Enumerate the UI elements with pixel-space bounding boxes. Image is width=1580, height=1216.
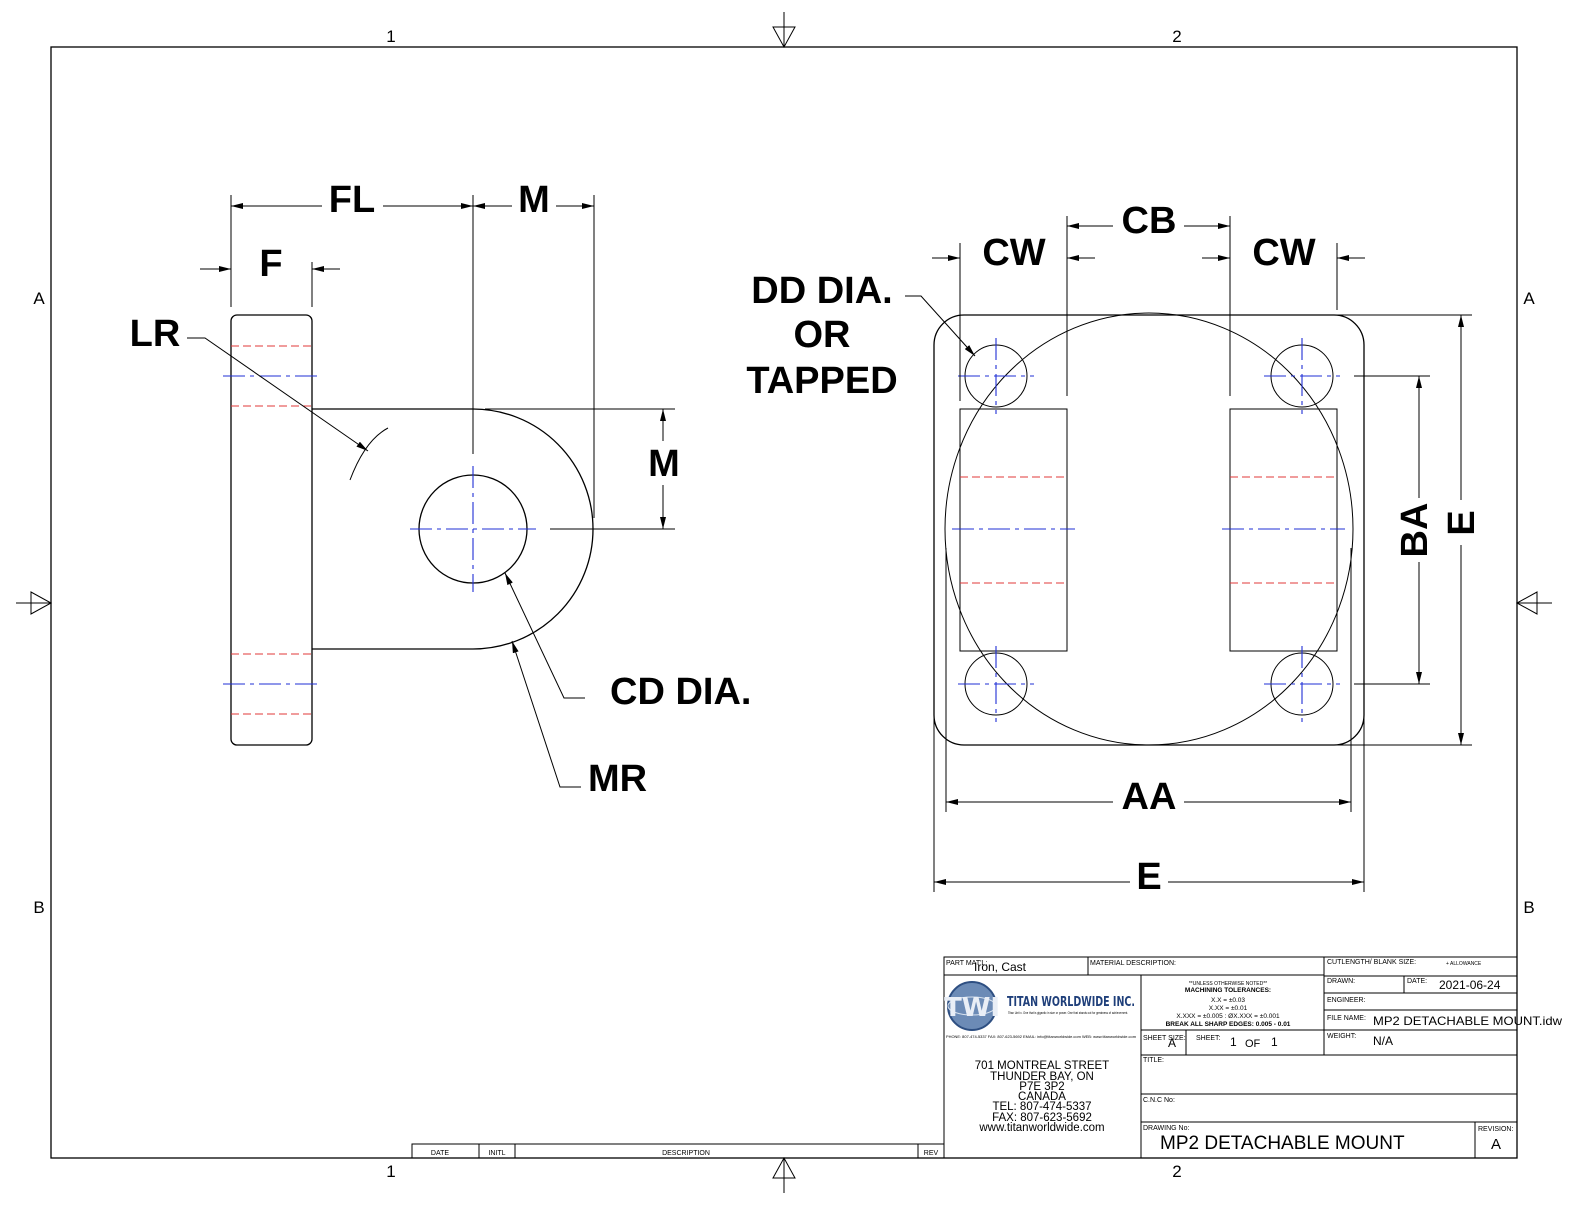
dim-label-lr: LR bbox=[130, 313, 181, 355]
sheet-size-value: A bbox=[1168, 1036, 1176, 1050]
file-name-value: MP2 DETACHABLE MOUNT.idw bbox=[1373, 1014, 1562, 1028]
company-tagline: Titan Unit x. One that is gigantic in si… bbox=[1008, 1010, 1128, 1015]
dim-label-dd-dia: DD DIA. bbox=[751, 270, 892, 312]
dd-leader bbox=[905, 295, 976, 357]
logo-letters: TWI bbox=[944, 993, 1000, 1023]
zone-label-2-top: 2 bbox=[1172, 27, 1181, 46]
drawing-no-value: MP2 DETACHABLE MOUNT bbox=[1160, 1133, 1405, 1154]
tolerance-xxxx: X.XXX = ±0.005 : ØX.XXX = ±0.001 bbox=[1176, 1013, 1280, 1020]
centering-mark-right bbox=[1515, 591, 1552, 615]
file-name-label: FILE NAME: bbox=[1327, 1015, 1366, 1022]
sheet-value: 1 bbox=[1230, 1035, 1237, 1049]
zone-label-a-right: A bbox=[1523, 289, 1535, 308]
mr-leader bbox=[511, 640, 581, 788]
address-tel: TEL: 807-474-5337 bbox=[992, 1101, 1091, 1113]
ear-left bbox=[959, 408, 1068, 652]
dd-hole-top-right bbox=[1264, 338, 1340, 414]
centering-mark-left bbox=[16, 591, 53, 615]
dim-label-cw-right: CW bbox=[1252, 232, 1315, 274]
tolerances-heading: MACHINING TOLERANCES: bbox=[1185, 987, 1271, 994]
dim-label-e-side: E bbox=[1441, 510, 1483, 535]
dim-label-fl: FL bbox=[329, 179, 375, 221]
base-plate bbox=[933, 314, 1365, 746]
title-label: TITLE: bbox=[1143, 1057, 1164, 1064]
dim-label-aa: AA bbox=[1122, 776, 1177, 818]
date-label: DATE: bbox=[1407, 978, 1427, 985]
company-name: TITAN WORLDWIDE INC. bbox=[1007, 995, 1135, 1010]
sheet-total: 1 bbox=[1271, 1035, 1278, 1049]
sheet-size-label: SHEET SIZE: bbox=[1143, 1035, 1186, 1042]
rev-header-description: DESCRIPTION bbox=[662, 1150, 710, 1157]
address-country: CANADA bbox=[1018, 1091, 1066, 1103]
cutlength-label: CUTLENGTH/ BLANK SIZE: bbox=[1327, 959, 1416, 966]
mount-contour bbox=[944, 312, 1354, 746]
tolerance-edges: BREAK ALL SHARP EDGES: 0.005 - 0.01 bbox=[1166, 1021, 1291, 1028]
dd-hole-bottom-left bbox=[958, 646, 1034, 722]
address-web: www.titanworldwide.com bbox=[978, 1122, 1104, 1134]
dim-label-ba: BA bbox=[1394, 503, 1436, 558]
dd-hole-top-left bbox=[958, 338, 1034, 414]
cd-leader bbox=[504, 572, 585, 699]
dim-label-m-top: M bbox=[518, 179, 550, 221]
dim-label-cd-dia: CD DIA. bbox=[610, 671, 751, 713]
contact-line: PHONE: 807-474-5337 FAX: 807-623-5692 EM… bbox=[946, 1035, 1136, 1039]
rev-header-initl: INITL bbox=[488, 1150, 505, 1157]
dim-label-m-side: M bbox=[648, 443, 680, 485]
dim-label-mr: MR bbox=[588, 758, 647, 800]
zone-label-b-left: B bbox=[33, 898, 44, 917]
dim-label-dd-tapped: TAPPED bbox=[746, 360, 897, 402]
zone-label-1-top: 1 bbox=[386, 27, 395, 46]
front-view: DD DIA. OR TAPPED CW CB CW BA E AA E bbox=[746, 200, 1483, 898]
lr-leader bbox=[187, 337, 369, 452]
revision-table: DATE INITL DESCRIPTION REV bbox=[411, 1143, 945, 1159]
allowance-label: + ALLOWANCE bbox=[1446, 961, 1482, 967]
address-city: THUNDER BAY, ON bbox=[990, 1071, 1094, 1083]
material-description-label: MATERIAL DESCRIPTION: bbox=[1090, 960, 1176, 967]
zone-label-2-bottom: 2 bbox=[1172, 1162, 1181, 1181]
rev-header-rev: REV bbox=[924, 1150, 939, 1157]
address-street: 701 MONTREAL STREET bbox=[975, 1060, 1109, 1072]
centering-mark-top bbox=[772, 12, 796, 49]
engineer-label: ENGINEER: bbox=[1327, 997, 1366, 1004]
address-postal: P7E 3P2 bbox=[1019, 1081, 1064, 1093]
company-logo: TWI TITAN WORLDWIDE INC. Titan Unit x. O… bbox=[944, 981, 1135, 1031]
title-block: PART MAT'L: Iron, Cast MATERIAL DESCRIPT… bbox=[943, 956, 1562, 1159]
drawing-no-label: DRAWING No: bbox=[1143, 1125, 1189, 1132]
tolerance-xx: X.X = ±0.03 bbox=[1211, 997, 1245, 1004]
sheet-of-label: OF bbox=[1245, 1038, 1261, 1050]
tolerances-note: **UNLESS OTHERWISE NOTED** bbox=[1189, 981, 1267, 987]
flange-plate bbox=[230, 314, 313, 746]
zone-label-a-left: A bbox=[33, 289, 45, 308]
zone-label-1-bottom: 1 bbox=[386, 1162, 395, 1181]
centering-mark-bottom bbox=[772, 1156, 796, 1193]
sheet-label: SHEET: bbox=[1196, 1035, 1221, 1042]
part-matl-value: Iron, Cast bbox=[974, 960, 1027, 974]
weight-value: N/A bbox=[1373, 1034, 1393, 1048]
date-value: 2021-06-24 bbox=[1439, 978, 1501, 992]
revision-label: REVISION: bbox=[1478, 1126, 1513, 1133]
dim-label-e-bottom: E bbox=[1136, 856, 1161, 898]
dim-label-dd-or: OR bbox=[794, 314, 851, 356]
drawing-border bbox=[50, 46, 1518, 1159]
side-view: FL M F LR M CD DIA. MR bbox=[130, 179, 752, 800]
dim-label-cb: CB bbox=[1122, 200, 1177, 242]
drawn-label: DRAWN: bbox=[1327, 978, 1355, 985]
dim-label-f: F bbox=[259, 243, 282, 285]
revision-value: A bbox=[1491, 1136, 1501, 1153]
part-matl-label: PART MAT'L: bbox=[946, 960, 987, 967]
lr-arc bbox=[349, 427, 389, 481]
cnc-label: C.N.C No: bbox=[1143, 1097, 1175, 1104]
dim-label-cw-left: CW bbox=[982, 232, 1045, 274]
dd-hole-bottom-right bbox=[1264, 646, 1340, 722]
zone-label-b-right: B bbox=[1523, 898, 1534, 917]
tolerance-xxx: X.XX = ±0.01 bbox=[1209, 1005, 1248, 1012]
rev-header-date: DATE bbox=[431, 1150, 449, 1157]
weight-label: WEIGHT: bbox=[1327, 1033, 1356, 1040]
ear-right bbox=[1229, 408, 1338, 652]
address-fax: FAX: 807-623-5692 bbox=[992, 1112, 1092, 1124]
